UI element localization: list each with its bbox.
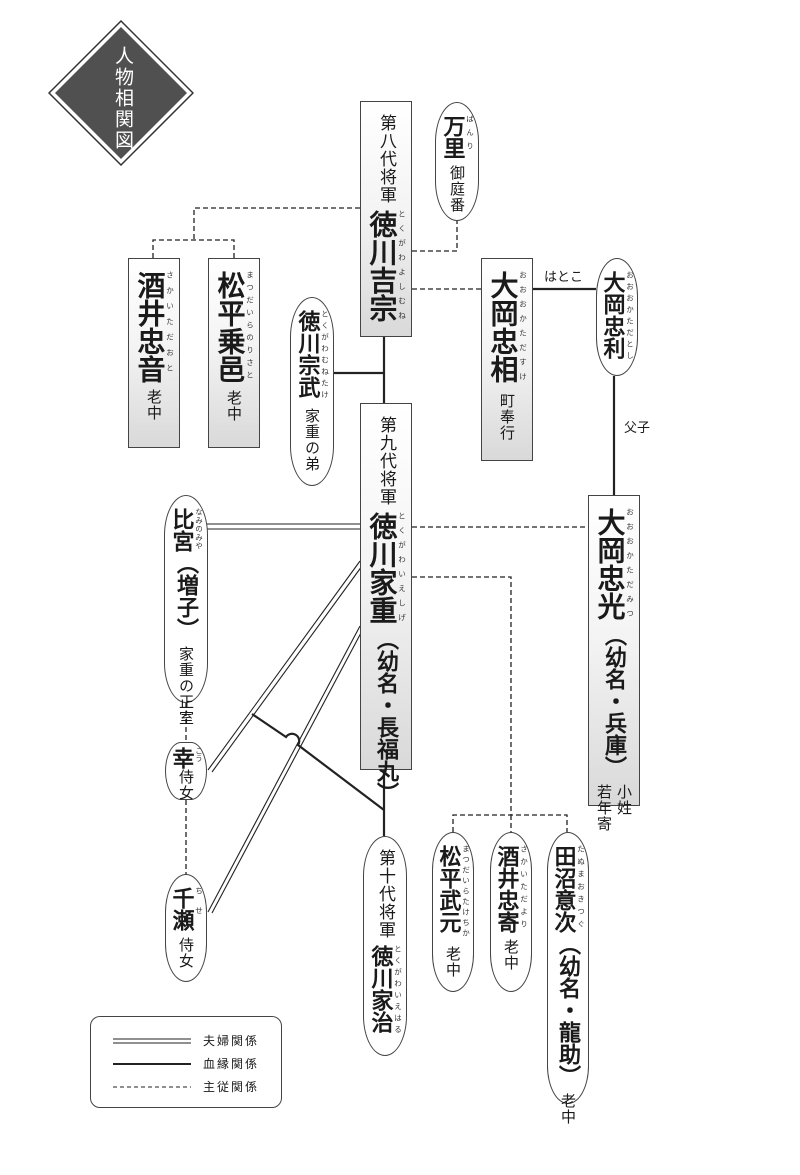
node-tadatoshi[interactable]: 大岡忠利 おおおかただとし [596, 258, 638, 376]
node-sakai-tadaoto[interactable]: 酒井忠音 さかいただおと 老中 [128, 258, 180, 448]
name: 比宮 [168, 508, 195, 552]
node-chise[interactable]: 千瀬 ちせ 侍女 [165, 874, 207, 982]
name: 大岡忠利 [599, 271, 626, 359]
ruby: さかいただおと [165, 271, 175, 380]
ruby: なみのみや [194, 508, 204, 551]
ruby: まつだいらたけちか [461, 845, 471, 940]
alias: （幼名・長福丸） [373, 628, 399, 804]
name: 徳川家治 [367, 945, 394, 1033]
yoshimune-to-banri-dashed [412, 221, 458, 252]
node-ieshige[interactable]: 第九代将軍 徳川家重 とくがわいえしげ （幼名・長福丸） [360, 403, 412, 804]
node-tanuma[interactable]: 田沼意次 たぬまおきつぐ （幼名・龍助） 老中 [547, 832, 589, 1125]
name: 千瀬 [168, 887, 195, 931]
ieshige-to-roju-dashed [412, 576, 568, 832]
name: 酒井忠音 [133, 271, 167, 383]
role-wakadoshiyori: 若年寄 [595, 784, 613, 832]
node-sakai-tadayori[interactable]: 酒井忠寄 さかいただより 老中 [490, 832, 532, 992]
legend-item-blood: 血縁関係 [113, 1055, 259, 1072]
name: 松平乗邑 [213, 271, 247, 383]
node-yoshimune[interactable]: 第八代将軍 徳川吉宗 とくがわよしむね [360, 101, 412, 337]
role: 侍女 [177, 937, 195, 969]
name: 松平武元 [435, 845, 462, 933]
node-ieharu[interactable]: 第十代将軍 徳川家治 とくがわいえはる [363, 836, 407, 1056]
double-line-icon [113, 1038, 191, 1043]
ruby: とくがわよしむね [397, 210, 407, 326]
yoshimune-to-roju-dashed [152, 207, 360, 258]
legend-item-service: 主従関係 [113, 1078, 259, 1095]
rank: 第九代将軍 [376, 416, 396, 506]
name: 万里 [439, 115, 466, 159]
role-kosho: 小姓 [615, 784, 633, 816]
title-diamond-icon [48, 20, 194, 166]
role: 老中 [225, 389, 243, 422]
alias: （増子） [173, 552, 199, 640]
chise-marriage-a [207, 625, 361, 913]
ruby: とくがわいえはる [393, 945, 403, 1037]
node-munetake[interactable]: 徳川宗武 とくがわむねたけ 家重の弟 [290, 297, 334, 486]
node-naminomiya[interactable]: 比宮 なみのみや （増子） 家重の正室 [164, 495, 208, 726]
role: 御庭番 [448, 165, 466, 213]
relation-fushi: 父子 [624, 421, 651, 436]
ruby: ちせ [194, 887, 204, 926]
ruby: おおおかただとし [625, 271, 635, 363]
kou-marriage-a [207, 560, 361, 771]
role: 老中 [145, 389, 163, 421]
name: 徳川吉宗 [365, 210, 399, 322]
legend-label: 主従関係 [203, 1080, 260, 1094]
chise-marriage-b [211, 630, 363, 914]
role: 侍女 [177, 769, 195, 801]
kou-ieharu-solid [251, 713, 385, 811]
ruby: こう [194, 747, 204, 762]
node-matsudaira-norisato[interactable]: 松平乗邑 まつだいらのりさと 老中 [208, 258, 260, 448]
node-kou[interactable]: 幸 こう 侍女 [165, 742, 207, 801]
name: 徳川宗武 [294, 310, 321, 398]
ruby: さかいただより [519, 845, 529, 933]
name: 大岡忠光 [593, 508, 627, 620]
name: 大岡忠相 [486, 271, 520, 383]
legend-item-marriage: 夫婦関係 [113, 1032, 259, 1049]
role: 町奉行 [498, 393, 516, 441]
name: 徳川家重 [365, 512, 399, 624]
ruby: おおおかただみつ [625, 508, 635, 624]
legend-label: 血縁関係 [203, 1057, 260, 1071]
ruby: とくがわいえしげ [397, 512, 407, 628]
name: 幸 [168, 747, 195, 769]
legend-label: 夫婦関係 [203, 1034, 260, 1048]
alias: （幼名・兵庫） [601, 624, 627, 778]
dashed-line-icon [113, 1086, 191, 1087]
ruby: ばんり [465, 115, 475, 156]
rank: 第十代将軍 [375, 849, 395, 939]
name: 酒井忠寄 [493, 845, 520, 933]
alias: （幼名・龍助） [555, 933, 581, 1087]
role: 老中 [559, 1093, 577, 1125]
role: 家重の正室 [177, 646, 195, 726]
ruby: とくがわむねたけ [320, 310, 330, 402]
node-tadasuke[interactable]: 大岡忠相 おおおかただすけ 町奉行 [481, 258, 533, 461]
ruby: おおおかただすけ [518, 271, 528, 387]
diagram-title: 人物相関図 [112, 46, 134, 151]
rank: 第八代将軍 [376, 114, 396, 204]
relation-hatoko: はとこ [544, 270, 584, 285]
ruby: まつだいらのりさと [245, 271, 255, 384]
node-matsudaira-taketika[interactable]: 松平武元 まつだいらたけちか 老中 [432, 832, 474, 992]
role: 老中 [502, 939, 520, 971]
kou-marriage-b [211, 565, 363, 773]
name: 田沼意次 [550, 845, 577, 933]
solid-line-icon [113, 1062, 191, 1065]
ruby: たぬまおきつぐ [576, 845, 586, 933]
legend: 夫婦関係 血縁関係 主従関係 [90, 1016, 282, 1108]
role: 老中 [444, 945, 462, 978]
node-banri[interactable]: 万里 ばんり 御庭番 [435, 102, 479, 221]
role: 家重の弟 [303, 408, 321, 472]
node-tadamitsu[interactable]: 大岡忠光 おおおかただみつ （幼名・兵庫） 小姓 若年寄 [588, 495, 640, 832]
